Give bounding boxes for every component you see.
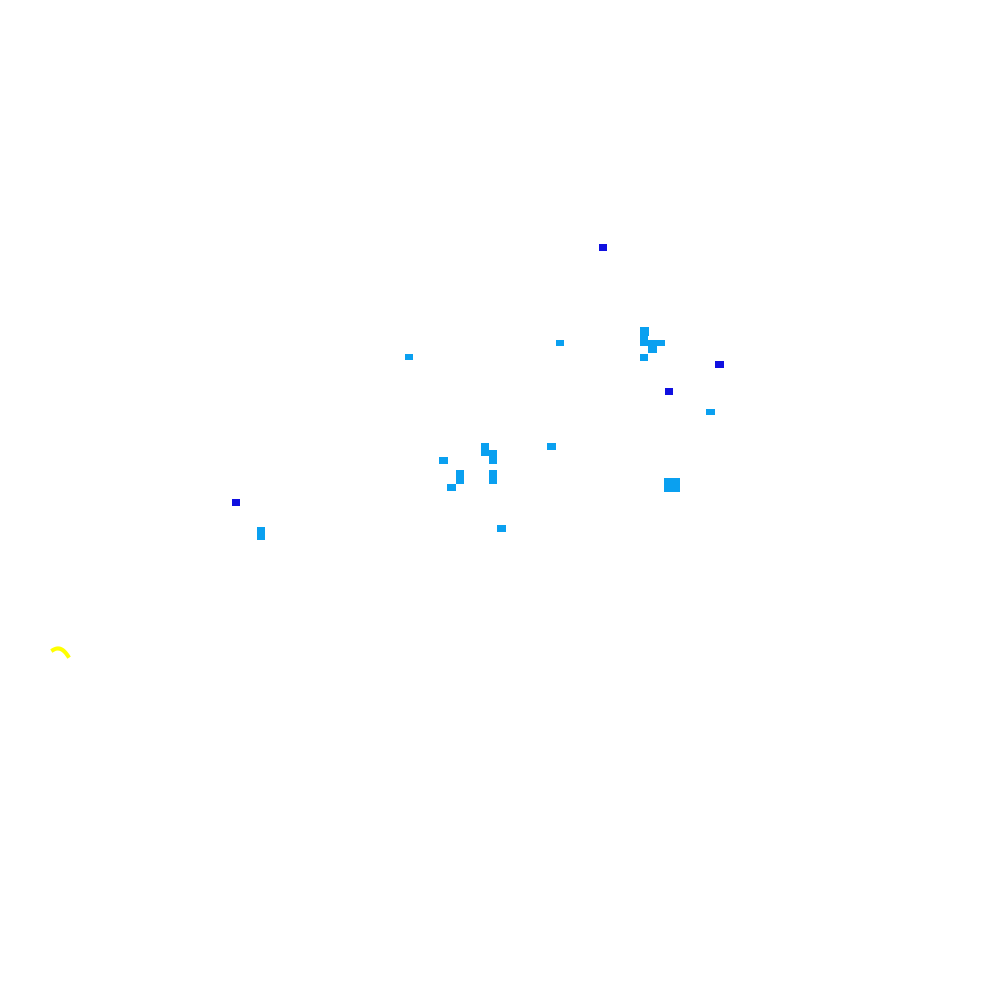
light-blue-marker[interactable] — [556, 340, 564, 346]
light-blue-marker[interactable] — [640, 327, 649, 336]
dark-blue-marker[interactable] — [232, 499, 240, 506]
light-blue-marker[interactable] — [405, 354, 413, 360]
light-blue-marker[interactable] — [481, 443, 489, 456]
light-blue-marker[interactable] — [257, 527, 265, 540]
dark-blue-marker[interactable] — [715, 361, 724, 368]
dark-blue-marker[interactable] — [665, 388, 673, 395]
light-blue-marker[interactable] — [489, 450, 497, 464]
light-blue-marker[interactable] — [439, 457, 448, 464]
yellow-marker-layer — [50, 646, 71, 659]
light-blue-marker[interactable] — [640, 354, 648, 361]
light-blue-marker[interactable] — [648, 346, 657, 353]
yellow-hook-marker[interactable] — [50, 646, 71, 659]
light-blue-marker-layer — [257, 327, 715, 540]
dark-blue-marker-layer — [232, 244, 724, 506]
light-blue-marker[interactable] — [648, 340, 665, 346]
light-blue-marker[interactable] — [640, 336, 648, 346]
light-blue-marker[interactable] — [447, 484, 456, 491]
light-blue-marker[interactable] — [706, 409, 715, 415]
light-blue-marker[interactable] — [489, 470, 497, 484]
light-blue-marker[interactable] — [664, 478, 680, 492]
dark-blue-marker[interactable] — [599, 244, 607, 251]
light-blue-marker[interactable] — [547, 443, 556, 450]
light-blue-marker[interactable] — [497, 525, 506, 532]
light-blue-marker[interactable] — [456, 470, 464, 484]
